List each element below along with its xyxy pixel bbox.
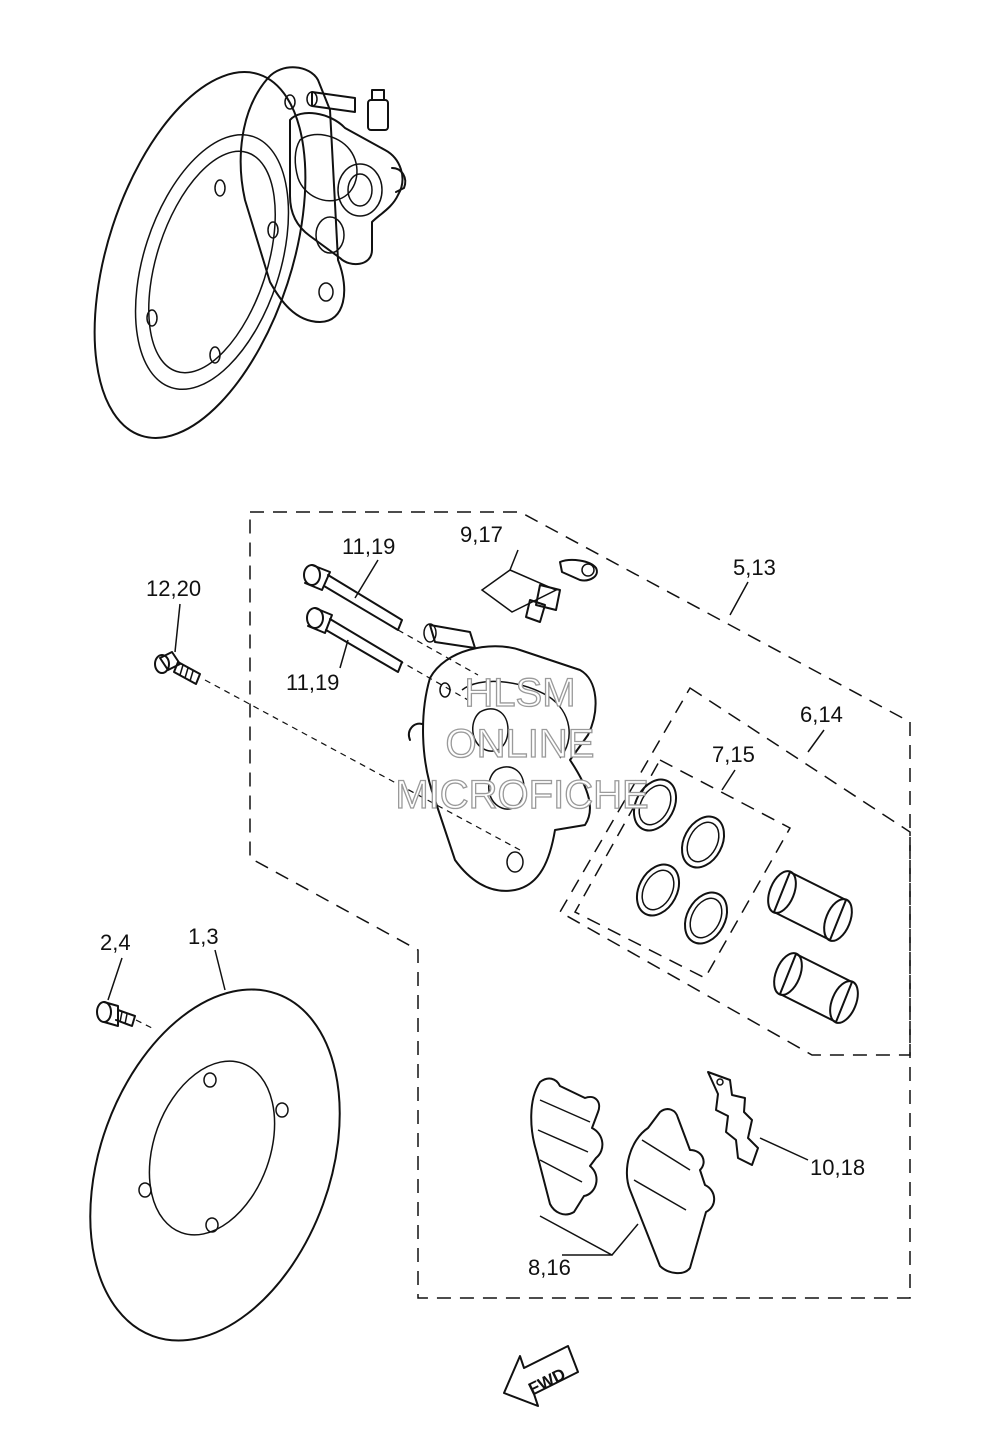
guide-pin-upper-part[interactable] (303, 564, 403, 631)
label-caliper-assy: 5,13 (733, 555, 776, 580)
watermark-line-3: MICROFICHE (395, 773, 648, 817)
brake-pad-part[interactable] (530, 1077, 716, 1274)
brake-disc-part[interactable] (45, 955, 386, 1376)
disc-bolt-part[interactable] (96, 1001, 153, 1029)
bleed-screw-part[interactable] (525, 559, 598, 623)
caliper-body-part[interactable] (408, 623, 597, 892)
label-pad-spring: 10,18 (810, 1155, 865, 1180)
label-disc-set: 1,3 (188, 924, 219, 949)
label-disc-bolt: 2,4 (100, 930, 131, 955)
part-labels: 12,20 11,19 11,19 9,17 5,13 6,14 7,15 2,… (100, 522, 865, 1280)
fwd-label: FWD (525, 1365, 568, 1399)
leader-lines (107, 549, 825, 1256)
caliper-bolt-part[interactable] (154, 651, 201, 685)
label-seal-kit: 6,14 (800, 702, 843, 727)
forward-direction-arrow: FWD (503, 1345, 579, 1407)
pad-spring-part[interactable] (707, 1071, 759, 1166)
label-pin-upper: 11,19 (342, 534, 395, 559)
label-piston-seal: 7,15 (712, 742, 755, 767)
label-pad-kit: 8,16 (528, 1255, 571, 1280)
piston-seal-boundary (573, 758, 792, 979)
assembled-brake-illustration (93, 66, 407, 439)
piston-seal-part[interactable] (626, 772, 736, 951)
watermark: HLSM ONLINE MICROFICHE (395, 670, 650, 817)
kit-boundaries (204, 511, 911, 1299)
watermark-line-2: ONLINE (446, 722, 595, 766)
guide-pin-lower-part[interactable] (306, 607, 403, 673)
piston-part[interactable] (763, 867, 864, 1027)
caliper-assy-boundary (249, 511, 911, 1299)
label-pin-lower: 11,19 (286, 670, 339, 695)
label-bleed-screw: 9,17 (460, 522, 503, 547)
seal-kit-boundary (558, 686, 911, 1056)
label-caliper-bolt: 12,20 (146, 576, 201, 601)
watermark-line-1: HLSM (464, 671, 575, 715)
